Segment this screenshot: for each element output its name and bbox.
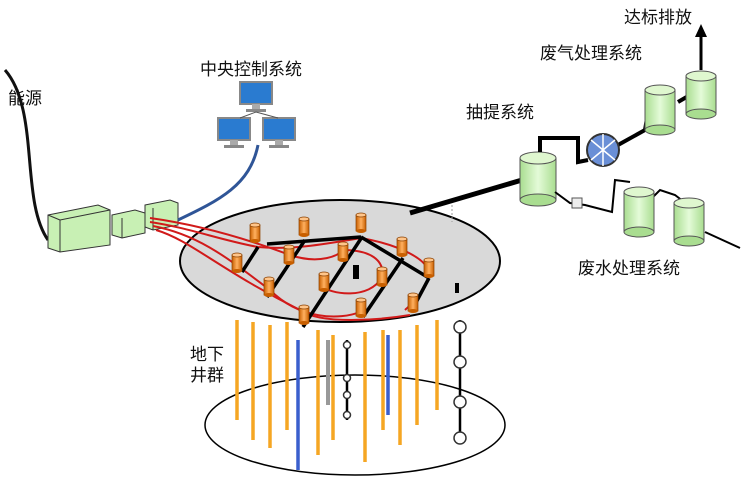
sampling-node	[342, 390, 352, 400]
heater-well	[263, 276, 275, 297]
sampling-node	[453, 395, 467, 409]
heater-well	[355, 297, 367, 318]
label-wells-line1: 地下	[190, 345, 224, 365]
heater-well	[318, 271, 330, 292]
sampling-node	[453, 355, 467, 369]
label-wells-line2: 井群	[190, 366, 224, 387]
extraction-tank	[519, 151, 557, 207]
energy-equipment	[47, 199, 179, 253]
manifold-pipes	[240, 235, 431, 328]
label-central-control: 中央控制系统	[200, 60, 302, 80]
energy-cable	[3, 69, 50, 241]
computer-icon	[217, 117, 251, 148]
heater-well	[355, 212, 367, 233]
sampling-node	[342, 410, 352, 420]
label-energy: 能源	[8, 89, 42, 109]
heater-well	[376, 266, 388, 287]
underground-wells	[235, 320, 467, 470]
well-field-base	[204, 374, 506, 476]
sampling-node	[453, 320, 467, 334]
heater-well	[298, 304, 310, 325]
label-discharge: 达标排放	[624, 8, 692, 28]
computer-icons	[217, 81, 296, 148]
label-gas-treatment: 废气处理系统	[540, 44, 642, 64]
heater-well	[396, 236, 408, 257]
computer-icon	[262, 117, 296, 148]
extraction-pipe	[409, 177, 523, 216]
water-treatment-tanks	[623, 186, 705, 247]
sampling-node	[453, 431, 467, 445]
sensor	[353, 265, 359, 279]
heater-well	[337, 241, 349, 262]
sampling-node	[342, 340, 352, 350]
sampling-node	[342, 373, 352, 383]
label-water-treatment: 废水处理系统	[578, 259, 680, 279]
heater-well	[283, 244, 295, 265]
gas-pipes	[538, 93, 700, 165]
computer-icon	[239, 81, 273, 112]
heater-well	[249, 222, 261, 243]
gas-treatment-tanks	[644, 70, 717, 136]
heater-wells	[231, 212, 435, 325]
heater-well	[298, 216, 310, 237]
heater-well	[423, 257, 435, 278]
heater-well	[231, 252, 243, 273]
sensor	[455, 283, 459, 293]
control-cable	[177, 144, 260, 222]
valve	[571, 197, 583, 209]
heater-well	[407, 292, 419, 313]
discharge-arrow-icon	[695, 24, 707, 70]
label-wells: 地下 井群	[190, 345, 224, 388]
label-extraction: 抽提系统	[466, 103, 534, 123]
